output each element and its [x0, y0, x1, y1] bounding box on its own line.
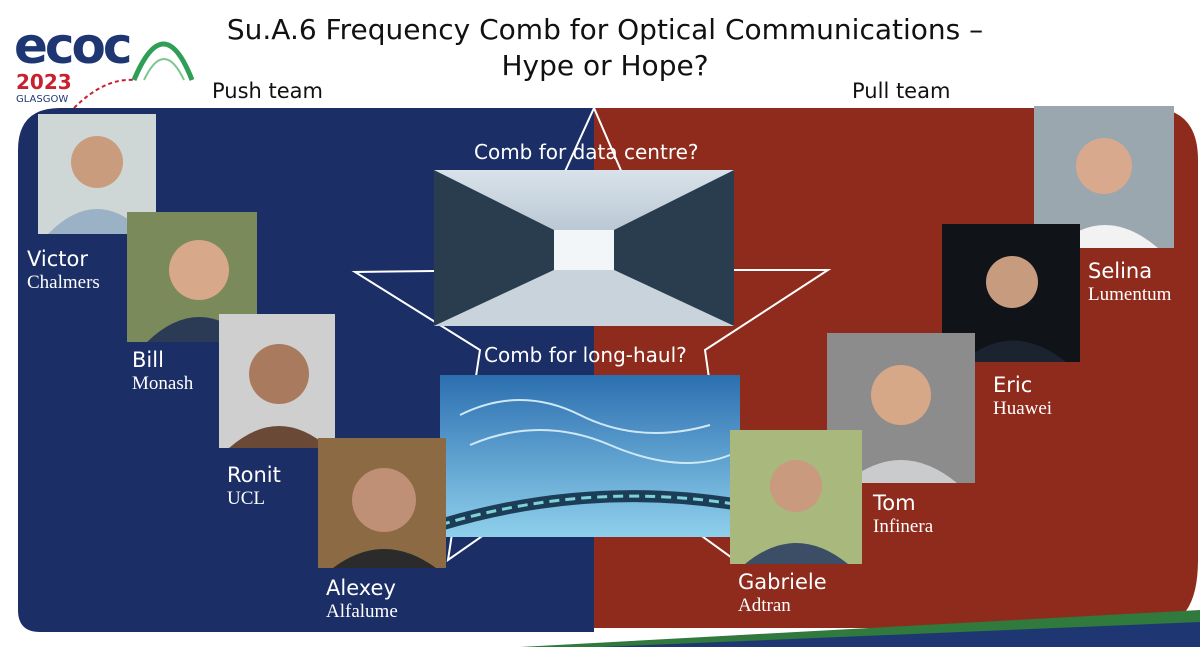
data-centre-image — [434, 170, 734, 326]
speaker-bill: Bill Monash — [132, 348, 193, 396]
photo-ronit — [219, 314, 335, 448]
photo-alexey — [318, 438, 446, 568]
speaker-alexey: Alexey Alfalume — [326, 576, 398, 624]
speaker-name: Selina — [1088, 259, 1153, 283]
speaker-org: Lumentum — [1088, 284, 1172, 305]
speaker-ronit: Ronit UCL — [227, 463, 281, 511]
speaker-name: Victor — [27, 247, 89, 271]
logo-arch-icon — [73, 41, 195, 109]
speaker-org: Adtran — [738, 595, 791, 616]
speaker-name: Eric — [993, 373, 1033, 397]
speaker-eric: Eric Huawei — [993, 373, 1052, 421]
photo-gabriele — [730, 430, 862, 564]
ecoc-logo: ecoc 2023 GLASGOW — [14, 17, 195, 109]
pull-team-label: Pull team — [852, 79, 951, 103]
speaker-org: Alfalume — [326, 601, 398, 622]
speaker-gabriele: Gabriele Adtran — [738, 570, 827, 618]
slide-title: Su.A.6 Frequency Comb for Optical Commun… — [215, 12, 995, 84]
question-data-centre: Comb for data centre? — [474, 140, 699, 164]
logo-city: GLASGOW — [16, 94, 69, 105]
push-team-label: Push team — [212, 79, 324, 103]
speaker-selina: Selina Lumentum — [1088, 259, 1171, 307]
speaker-org: Monash — [132, 373, 194, 394]
speaker-org: Huawei — [993, 398, 1053, 419]
title-line-2: Hype or Hope? — [501, 49, 709, 82]
speaker-name: Gabriele — [738, 570, 827, 594]
speaker-name: Alexey — [326, 576, 396, 600]
speaker-name: Bill — [132, 348, 164, 372]
speaker-org: Infinera — [873, 516, 934, 537]
speaker-tom: Tom Infinera — [873, 491, 933, 539]
speaker-org: Chalmers — [27, 272, 100, 293]
logo-year: 2023 — [16, 70, 72, 94]
speaker-name: Tom — [873, 491, 916, 515]
question-long-haul: Comb for long-haul? — [484, 343, 687, 367]
long-haul-image — [438, 375, 741, 537]
bottom-blue-band — [600, 622, 1200, 647]
logo-text: ecoc — [14, 17, 133, 75]
speaker-name: Ronit — [227, 463, 281, 487]
title-line-1: Su.A.6 Frequency Comb for Optical Commun… — [226, 13, 984, 46]
speaker-org: UCL — [227, 488, 265, 509]
speaker-victor: Victor Chalmers — [27, 247, 100, 295]
